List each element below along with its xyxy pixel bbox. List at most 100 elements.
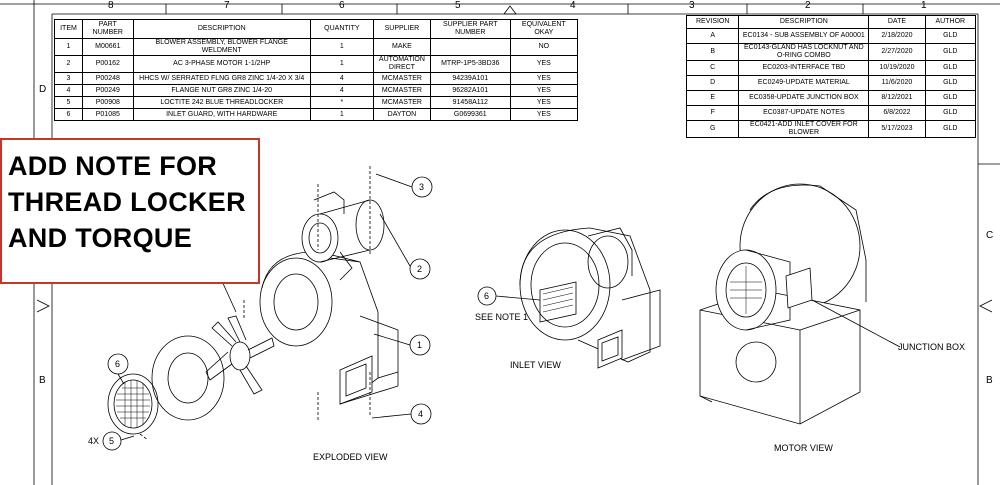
bom-cell: P01085 (81, 108, 134, 121)
bom-cell: P00249 (81, 84, 134, 97)
zone-c-right: C (986, 230, 994, 241)
bom-cell: MTRP-1P5-3BD36 (429, 55, 511, 73)
bom-cell: 4 (309, 72, 374, 85)
rev-col-author: AUTHOR (924, 15, 977, 29)
bom-cell (429, 38, 511, 56)
bom-cell: DAYTON (372, 108, 431, 121)
junction-box-label: JUNCTION BOX (898, 342, 966, 352)
zone-6: 6 (339, 0, 345, 11)
bom-cell: FLANGE NUT GR8 ZINC 1/4-20 (132, 84, 311, 97)
balloon-1: 1 (417, 340, 423, 350)
rev-cell: C (685, 60, 740, 76)
rev-cell: A (685, 28, 740, 44)
rev-cell: EC0203-INTERFACE TBD (738, 60, 870, 76)
bom-col-supplier-part: SUPPLIER PART NUMBER (429, 19, 511, 39)
zone-d-left: D (39, 84, 47, 95)
bom-header-row: ITEM PART NUMBER DESCRIPTION QUANTITY SU… (54, 19, 579, 39)
rev-col-revision: REVISION (685, 15, 740, 29)
rev-cell: EC0249-UPDATE MATERIAL (738, 75, 870, 91)
zone-3: 3 (689, 0, 695, 11)
bom-cell: P00248 (81, 72, 134, 85)
bom-cell: 1 (309, 108, 374, 121)
rev-cell: 5/17/2023 (868, 120, 926, 138)
bom-cell: 94239A101 (429, 72, 511, 85)
balloon-4: 4 (418, 409, 424, 419)
bom-cell: BLOWER ASSEMBLY, BLOWER FLANGE WELDMENT (132, 38, 311, 56)
bom-cell: 3 (54, 72, 83, 85)
rev-cell: GLD (924, 120, 977, 138)
bom-cell: NO (509, 38, 579, 56)
balloon-3: 3 (419, 182, 425, 192)
rev-col-description: DESCRIPTION (738, 15, 870, 29)
bom-cell: MCMASTER (372, 96, 431, 109)
zone-4: 4 (570, 0, 576, 11)
rev-cell: F (685, 105, 740, 121)
bom-cell: AC 3-PHASE MOTOR 1-1/2HP (132, 55, 311, 73)
rev-cell: GLD (924, 90, 977, 106)
bom-col-supplier: SUPPLIER (372, 19, 431, 39)
bom-col-description: DESCRIPTION (132, 19, 311, 39)
bom-cell: MAKE (372, 38, 431, 56)
bom-cell: YES (509, 96, 579, 109)
bom-cell: YES (509, 72, 579, 85)
bom-cell: 4 (309, 84, 374, 97)
bom-cell: 4 (54, 84, 83, 97)
rev-cell: 10/19/2020 (868, 60, 926, 76)
balloon-5: 5 (109, 436, 115, 446)
note-line: AND TORQUE (8, 223, 193, 253)
rev-cell: E (685, 90, 740, 106)
zone-b-left: B (39, 375, 46, 386)
rev-cell: 2/18/2020 (868, 28, 926, 44)
rev-cell: 8/12/2021 (868, 90, 926, 106)
rev-cell: GLD (924, 75, 977, 91)
bom-cell: YES (509, 55, 579, 73)
rev-cell: EC0134 - SUB ASSEMBLY OF A00001 (738, 28, 870, 44)
note-callout: ADD NOTE FOR THREAD LOCKER AND TORQUE (0, 138, 260, 284)
rev-cell: 2/27/2020 (868, 43, 926, 61)
see-note-label: SEE NOTE 1 (475, 312, 529, 322)
rev-cell: 11/6/2020 (868, 75, 926, 91)
rev-cell: EC0143-GLAND HAS LOCKNUT AND O-RING COMB… (738, 43, 870, 61)
bom-cell: INLET GUARD, WITH HARDWARE (132, 108, 311, 121)
bom-cell: 2 (54, 55, 83, 73)
bom-cell: * (309, 96, 374, 109)
bom-cell: YES (509, 108, 579, 121)
revision-header-row: REVISION DESCRIPTION DATE AUTHOR (685, 15, 977, 29)
bom-cell: P00162 (81, 55, 134, 73)
bom-cell: G0699361 (429, 108, 511, 121)
bom-cell: MCMASTER (372, 84, 431, 97)
bom-cell: 1 (309, 38, 374, 56)
rev-cell: GLD (924, 43, 977, 61)
zone-7: 7 (224, 0, 230, 11)
bom-cell: 5 (54, 96, 83, 109)
note-line: THREAD LOCKER (8, 187, 246, 217)
bom-cell: 96282A101 (429, 84, 511, 97)
balloon-6: 6 (115, 359, 121, 369)
rev-cell: GLD (924, 28, 977, 44)
bom-col-equivalent: EQUIVALENT OKAY (509, 19, 579, 39)
rev-cell: EC0358-UPDATE JUNCTION BOX (738, 90, 870, 106)
rev-cell: EC0387-UPDATE NOTES (738, 105, 870, 121)
bom-cell: P00908 (81, 96, 134, 109)
bom-cell: 1 (54, 38, 83, 56)
qty-4x-label: 4X (88, 436, 100, 446)
bom-cell: AUTOMATION DIRECT (372, 55, 431, 73)
rev-cell: EC0421-ADD INLET COVER FOR BLOWER (738, 120, 870, 138)
bom-cell: M00661 (81, 38, 134, 56)
bom-col-quantity: QUANTITY (309, 19, 374, 39)
